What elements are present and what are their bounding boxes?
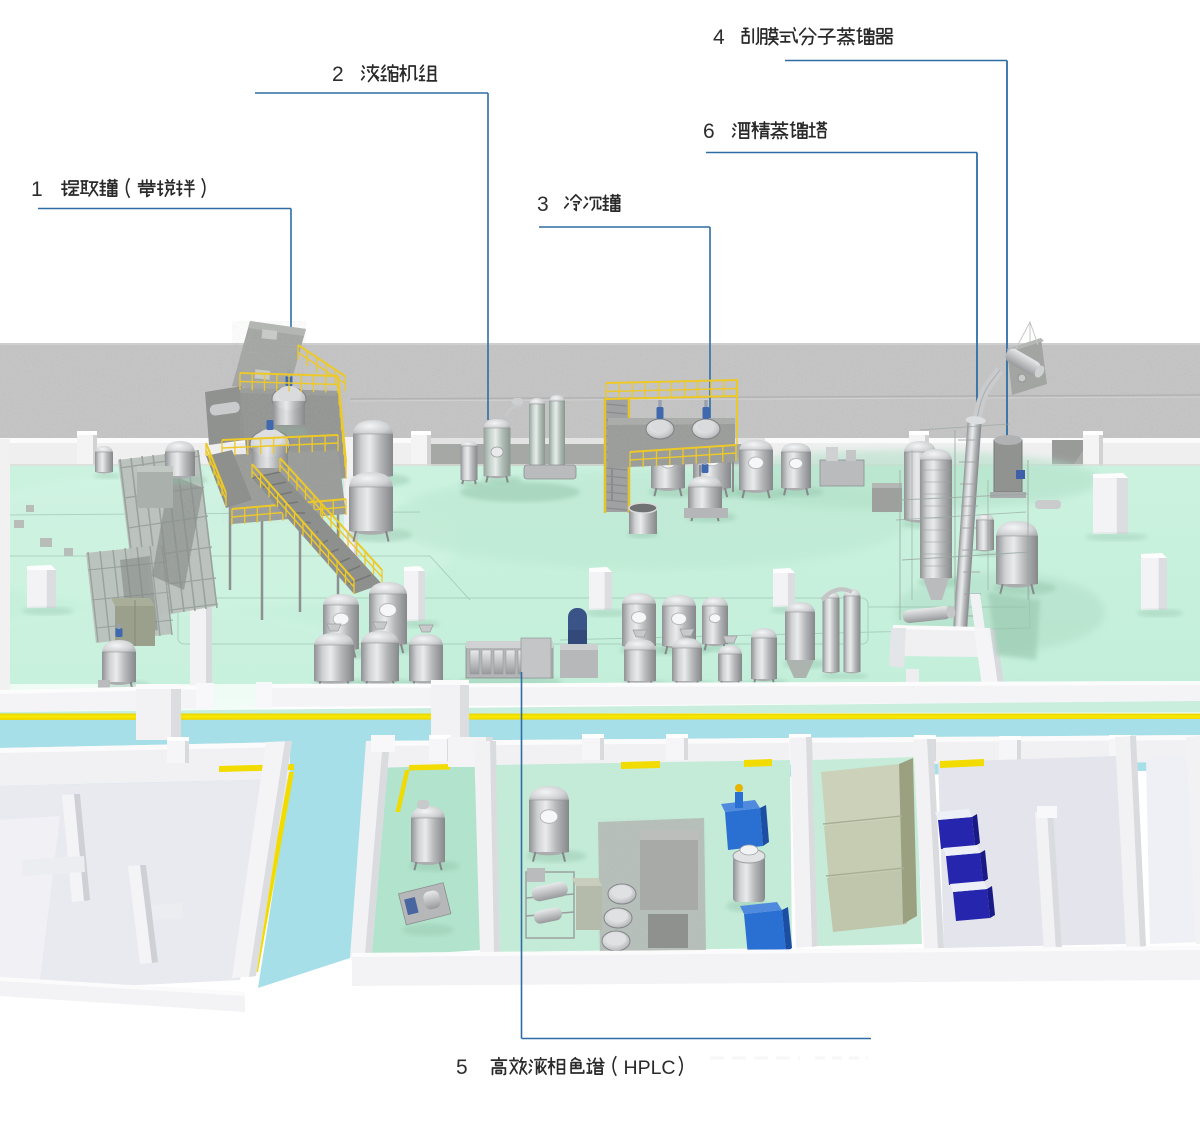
svg-text:HPLC: HPLC (624, 1057, 676, 1079)
svg-text:6: 6 (703, 120, 715, 143)
svg-text:4: 4 (713, 26, 725, 49)
svg-text:5: 5 (456, 1056, 468, 1079)
svg-text:3: 3 (537, 193, 549, 216)
svg-text:2: 2 (332, 63, 344, 86)
svg-text:1: 1 (31, 178, 43, 201)
